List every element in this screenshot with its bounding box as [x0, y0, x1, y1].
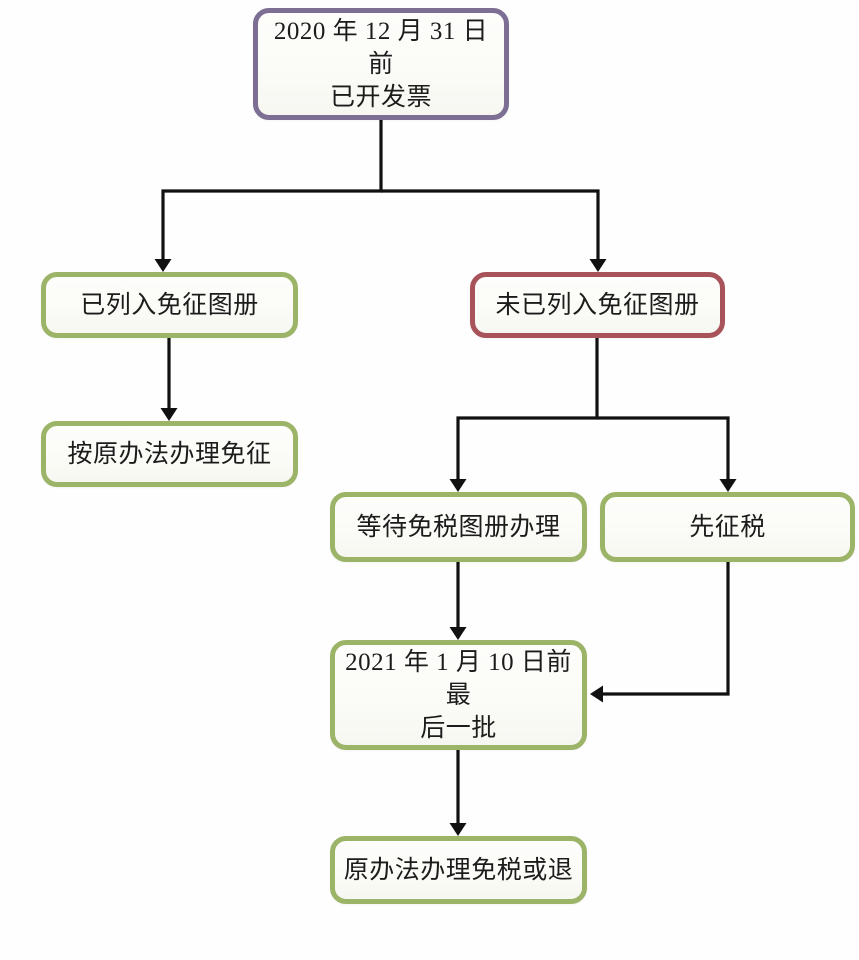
edge-n1-to-n3	[381, 189, 607, 272]
edge-n2-to-n4	[160, 338, 178, 421]
node-wait-for-exemption-catalog[interactable]: 等待免税图册办理	[330, 492, 587, 562]
edge-n6-to-n7	[590, 562, 730, 703]
node-label: 等待免税图册办理	[356, 513, 561, 541]
node-last-batch-before-2021-01-10[interactable]: 2021 年 1 月 10 日前最 后一批	[330, 640, 587, 750]
edge-n5-to-n7	[449, 562, 467, 640]
node-label: 2021 年 1 月 10 日前最 后一批	[345, 648, 572, 742]
node-label: 先征税	[689, 513, 766, 541]
node-label: 已列入免征图册	[80, 291, 259, 319]
node-invoice-issued-before-2020-12-31[interactable]: 2020 年 12 月 31 日前 已开发票	[253, 8, 509, 120]
edge-n1-to-n2-line	[154, 120, 383, 272]
node-listed-in-exemption-catalog[interactable]: 已列入免征图册	[41, 272, 298, 338]
node-original-method-exempt-or-refund[interactable]: 原办法办理免税或退	[330, 836, 587, 904]
node-pay-tax-first[interactable]: 先征税	[600, 492, 855, 562]
node-label: 按原办法办理免征	[67, 440, 272, 468]
edge-n3-to-n6	[597, 416, 737, 492]
edge-n3-to-n5	[449, 338, 599, 492]
edge-n7-to-n8	[449, 750, 467, 836]
node-label: 原办法办理免税或退	[343, 856, 574, 884]
node-not-listed-in-exemption-catalog[interactable]: 未已列入免征图册	[470, 272, 725, 338]
node-exempt-by-original-method[interactable]: 按原办法办理免征	[41, 421, 298, 487]
node-label: 2020 年 12 月 31 日前 已开发票	[273, 17, 489, 111]
node-label: 未已列入免征图册	[495, 291, 700, 319]
